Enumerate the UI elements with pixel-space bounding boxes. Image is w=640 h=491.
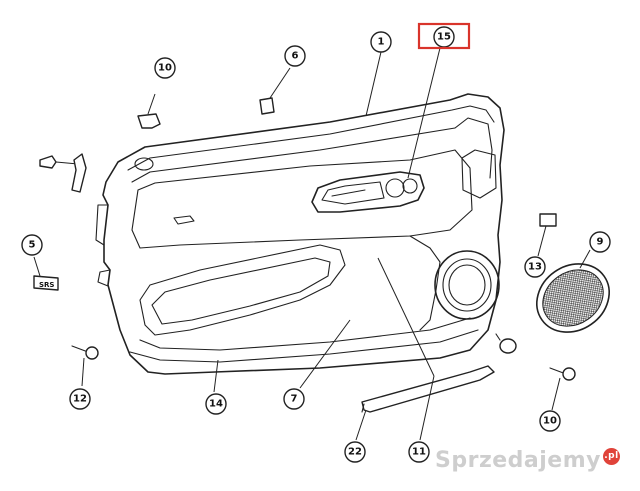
callout-13: 13: [524, 256, 546, 278]
svg-text:10: 10: [543, 416, 557, 427]
callout-14: 14: [205, 393, 227, 415]
svg-text:11: 11: [412, 447, 426, 458]
door-trim-panel: [95, 93, 505, 375]
callout-10-top: 10: [154, 57, 176, 79]
svg-text:5: 5: [29, 240, 36, 251]
svg-text:1: 1: [378, 37, 385, 48]
svg-text:22: 22: [348, 447, 362, 458]
retainer-clip: [259, 67, 291, 115]
callout-15-highlight-box: [417, 22, 471, 50]
side-clip: [537, 213, 557, 257]
callout-15: 15: [433, 26, 455, 48]
callout-22: 22: [344, 441, 366, 463]
callouts: 1 6 10 15 5 13 9 12 14 7 10 22 11: [21, 22, 611, 463]
speaker-grille: [536, 263, 610, 333]
callout-11: 11: [408, 441, 430, 463]
svg-text:6: 6: [292, 51, 299, 62]
callout-12: 12: [69, 388, 91, 410]
callout-9: 9: [589, 231, 611, 253]
screw-right: [549, 367, 576, 411]
push-clip: [137, 93, 161, 129]
srs-label: SRS: [39, 281, 54, 289]
callout-6: 6: [284, 45, 306, 67]
inner-handle-bezel: [311, 171, 425, 213]
svg-text:7: 7: [291, 394, 298, 405]
svg-text:10: 10: [158, 63, 172, 74]
screw-lower-left: [71, 345, 99, 387]
callout-7: 7: [283, 388, 305, 410]
svg-text:13: 13: [528, 262, 542, 273]
leader-lines: [213, 47, 591, 441]
callout-5: 5: [21, 234, 43, 256]
svg-text:9: 9: [597, 237, 604, 248]
watermark-text: Sprzedajemy: [435, 448, 601, 473]
watermark-badge: .pl: [603, 448, 620, 465]
watermark-logo: Sprzedajemy.pl: [435, 448, 620, 473]
lower-trim-strip: [361, 365, 495, 413]
screw-and-bracket: [39, 153, 87, 193]
svg-text:12: 12: [73, 394, 87, 405]
svg-text:14: 14: [209, 399, 223, 410]
round-clip: [495, 333, 517, 354]
callout-1: 1: [370, 31, 392, 53]
svg-text:15: 15: [437, 32, 451, 43]
srs-badge: SRS: [33, 256, 59, 291]
callout-10-right: 10: [539, 410, 561, 432]
